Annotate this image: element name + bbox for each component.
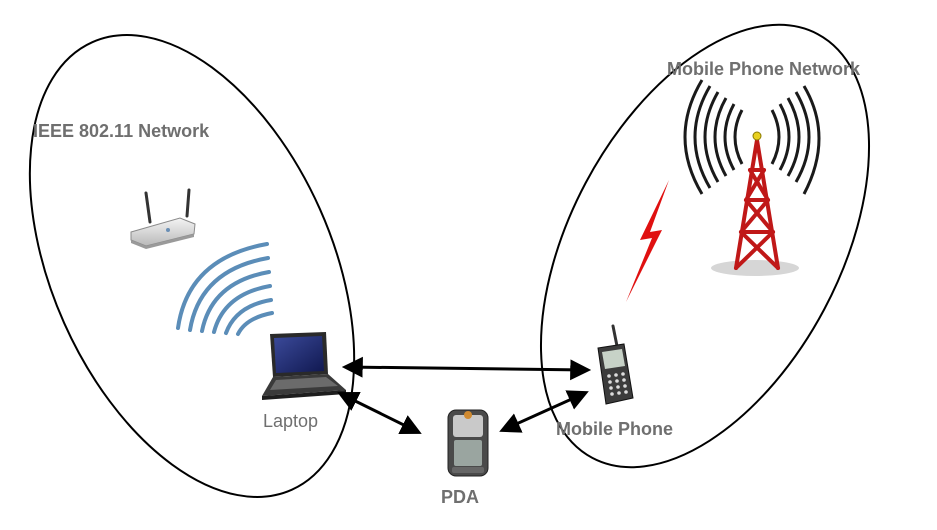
laptop-label: Laptop xyxy=(263,411,318,431)
mobile-network-boundary xyxy=(539,23,871,469)
radio-tower-icon xyxy=(683,79,821,276)
pda-icon xyxy=(447,409,489,477)
wifi-waves-icon xyxy=(176,242,274,336)
router-icon xyxy=(130,188,196,249)
wifi-network-label: IEEE 802.11 Network xyxy=(33,121,210,141)
mobile-phone-icon xyxy=(597,324,634,405)
pda-phone-link xyxy=(499,390,589,433)
mobile-network-label: Mobile Phone Network xyxy=(667,59,861,79)
laptop-pda-link xyxy=(337,392,422,434)
wifi-network-boundary xyxy=(28,34,356,498)
laptop-phone-link xyxy=(341,356,592,381)
lightning-icon xyxy=(626,180,669,302)
pda-label: PDA xyxy=(441,487,479,507)
laptop-icon xyxy=(262,332,346,400)
mobile-phone-label: Mobile Phone xyxy=(556,419,673,439)
